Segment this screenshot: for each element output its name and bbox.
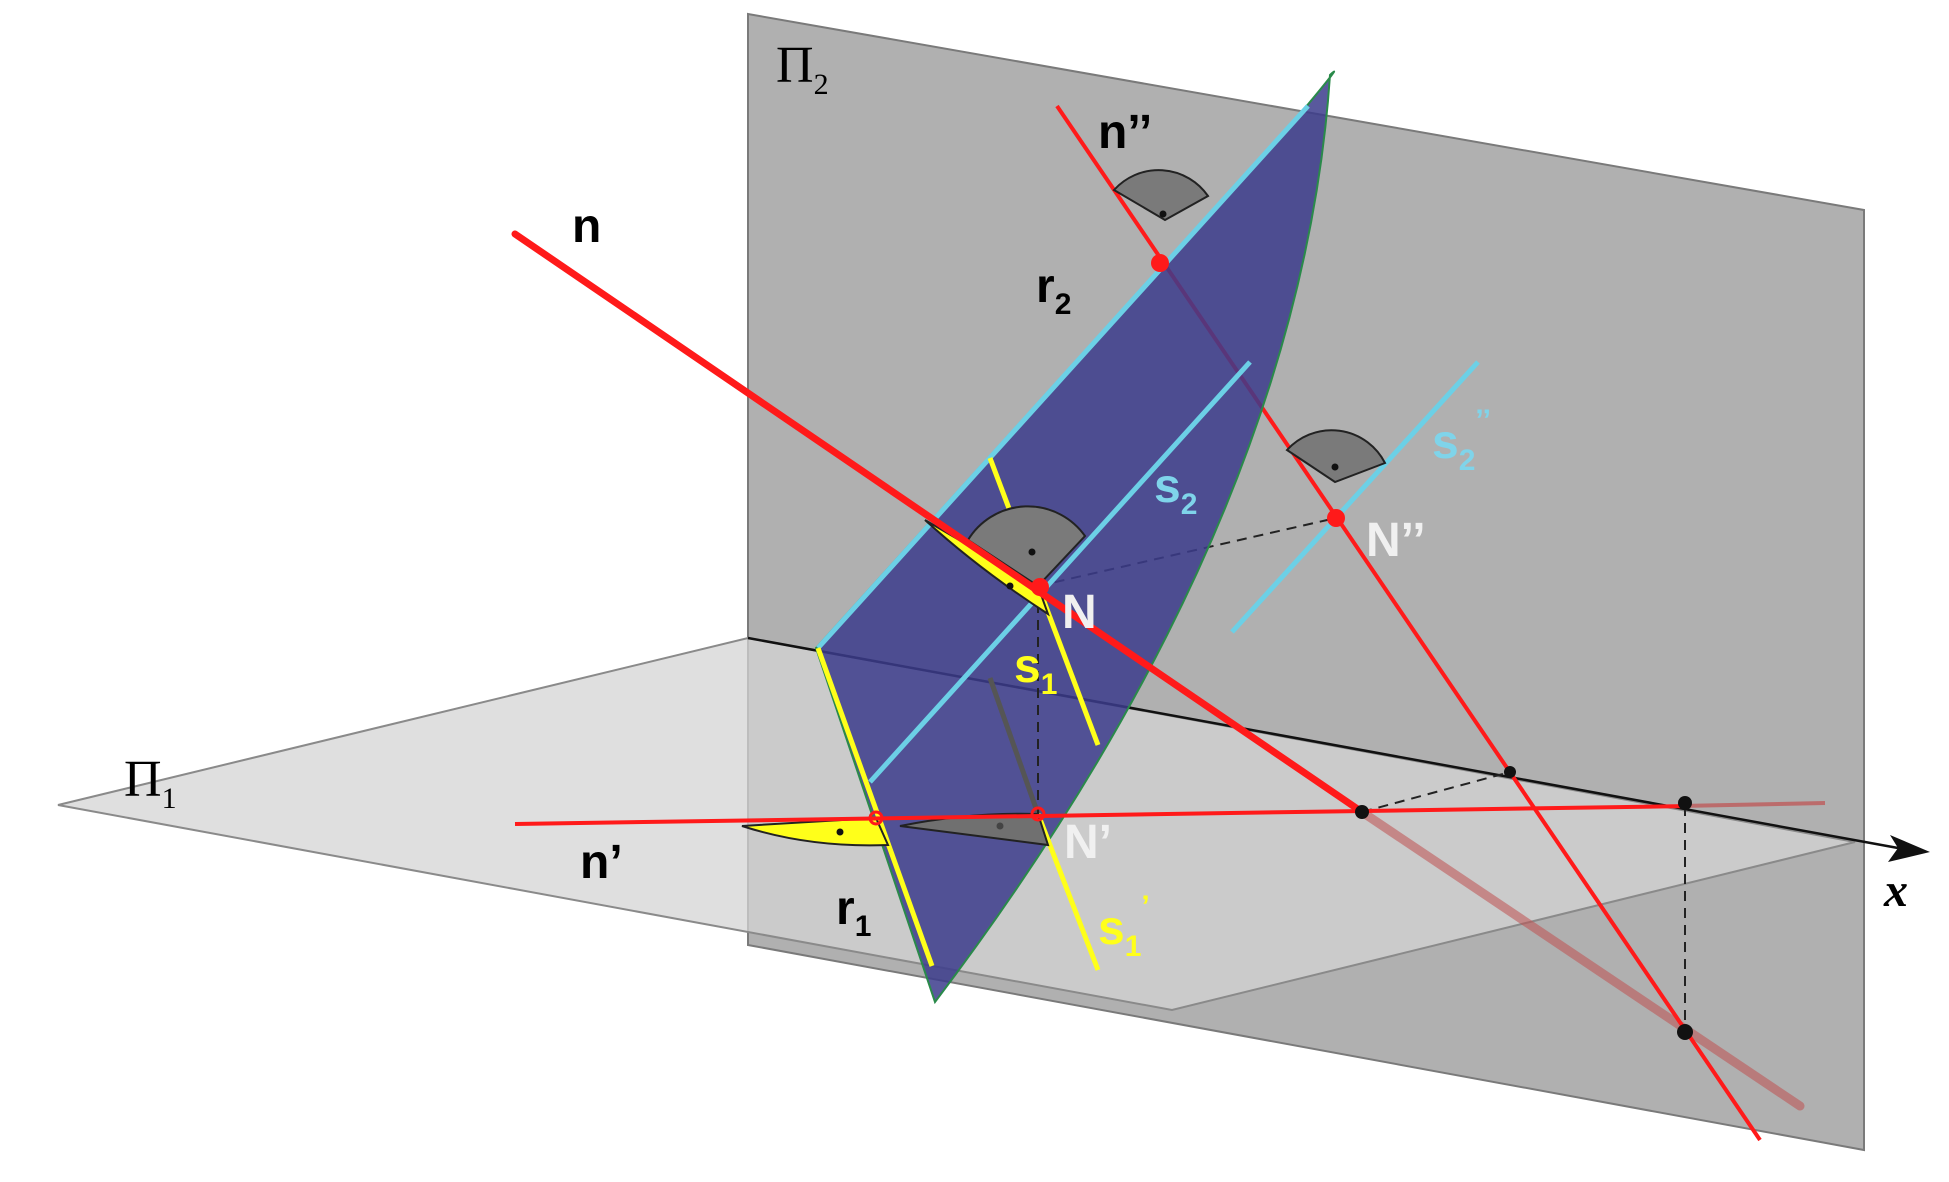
point-trace-axis-right [1678, 796, 1692, 810]
label-N-prime: N’ [1064, 816, 1112, 869]
label-s1-prime: s1’ [1098, 890, 1150, 963]
label-pi2: Π2 [776, 37, 829, 101]
x-axis-arrow-icon [1888, 835, 1930, 862]
point-r2-intersection [1151, 254, 1169, 272]
angle-dot-N-prime [996, 822, 1004, 830]
dashed-trace-1 [1361, 771, 1511, 813]
angle-dot-N [1028, 548, 1036, 556]
point-N [1031, 578, 1049, 596]
label-n: n [572, 200, 601, 253]
point-N-prime [1030, 806, 1046, 822]
label-s2-double-prime: s2’’ [1432, 404, 1491, 477]
line-s2 [868, 360, 1252, 784]
point-N-double-prime [1327, 509, 1345, 527]
angle-mark-middle [1285, 429, 1387, 484]
line-r2-trace [816, 104, 1310, 650]
point-r1-intersection [868, 810, 884, 826]
label-n-double-prime: n’’ [1098, 106, 1152, 159]
line-n-prime [514, 804, 1691, 826]
line-n [511, 230, 1366, 816]
angle-dot-n [1006, 582, 1014, 590]
label-r1: r1 [836, 882, 871, 943]
label-N-double-prime: N’’ [1366, 514, 1426, 567]
angle-mark-upper [1112, 169, 1210, 222]
angle-dot-n-prime [836, 828, 844, 836]
label-N: N [1062, 586, 1097, 639]
line-n-prime-faded [1679, 801, 1826, 808]
angle-dot-middle [1331, 463, 1339, 471]
point-trace-horizontal [1355, 805, 1369, 819]
label-x-axis: x [1883, 864, 1908, 917]
label-r2: r2 [1036, 260, 1071, 321]
line-r1-trace [815, 647, 935, 967]
point-trace-vertical [1677, 1024, 1693, 1040]
point-trace-axis [1504, 766, 1516, 778]
line-inner-dark [987, 677, 1041, 815]
label-s1: s1 [1014, 640, 1057, 701]
angle-dot-upper [1159, 210, 1167, 218]
angle-fill-n-prime [741, 816, 890, 847]
label-s2: s2 [1154, 460, 1197, 521]
angle-mark-N [966, 505, 1087, 588]
line-s2-double-prime [1230, 360, 1480, 634]
label-n-prime: n’ [580, 836, 623, 889]
label-pi1: Π1 [124, 751, 177, 815]
angle-fill-n [924, 519, 1050, 617]
line-s1-prime [1035, 813, 1101, 971]
line-n-faded [1357, 807, 1805, 1111]
